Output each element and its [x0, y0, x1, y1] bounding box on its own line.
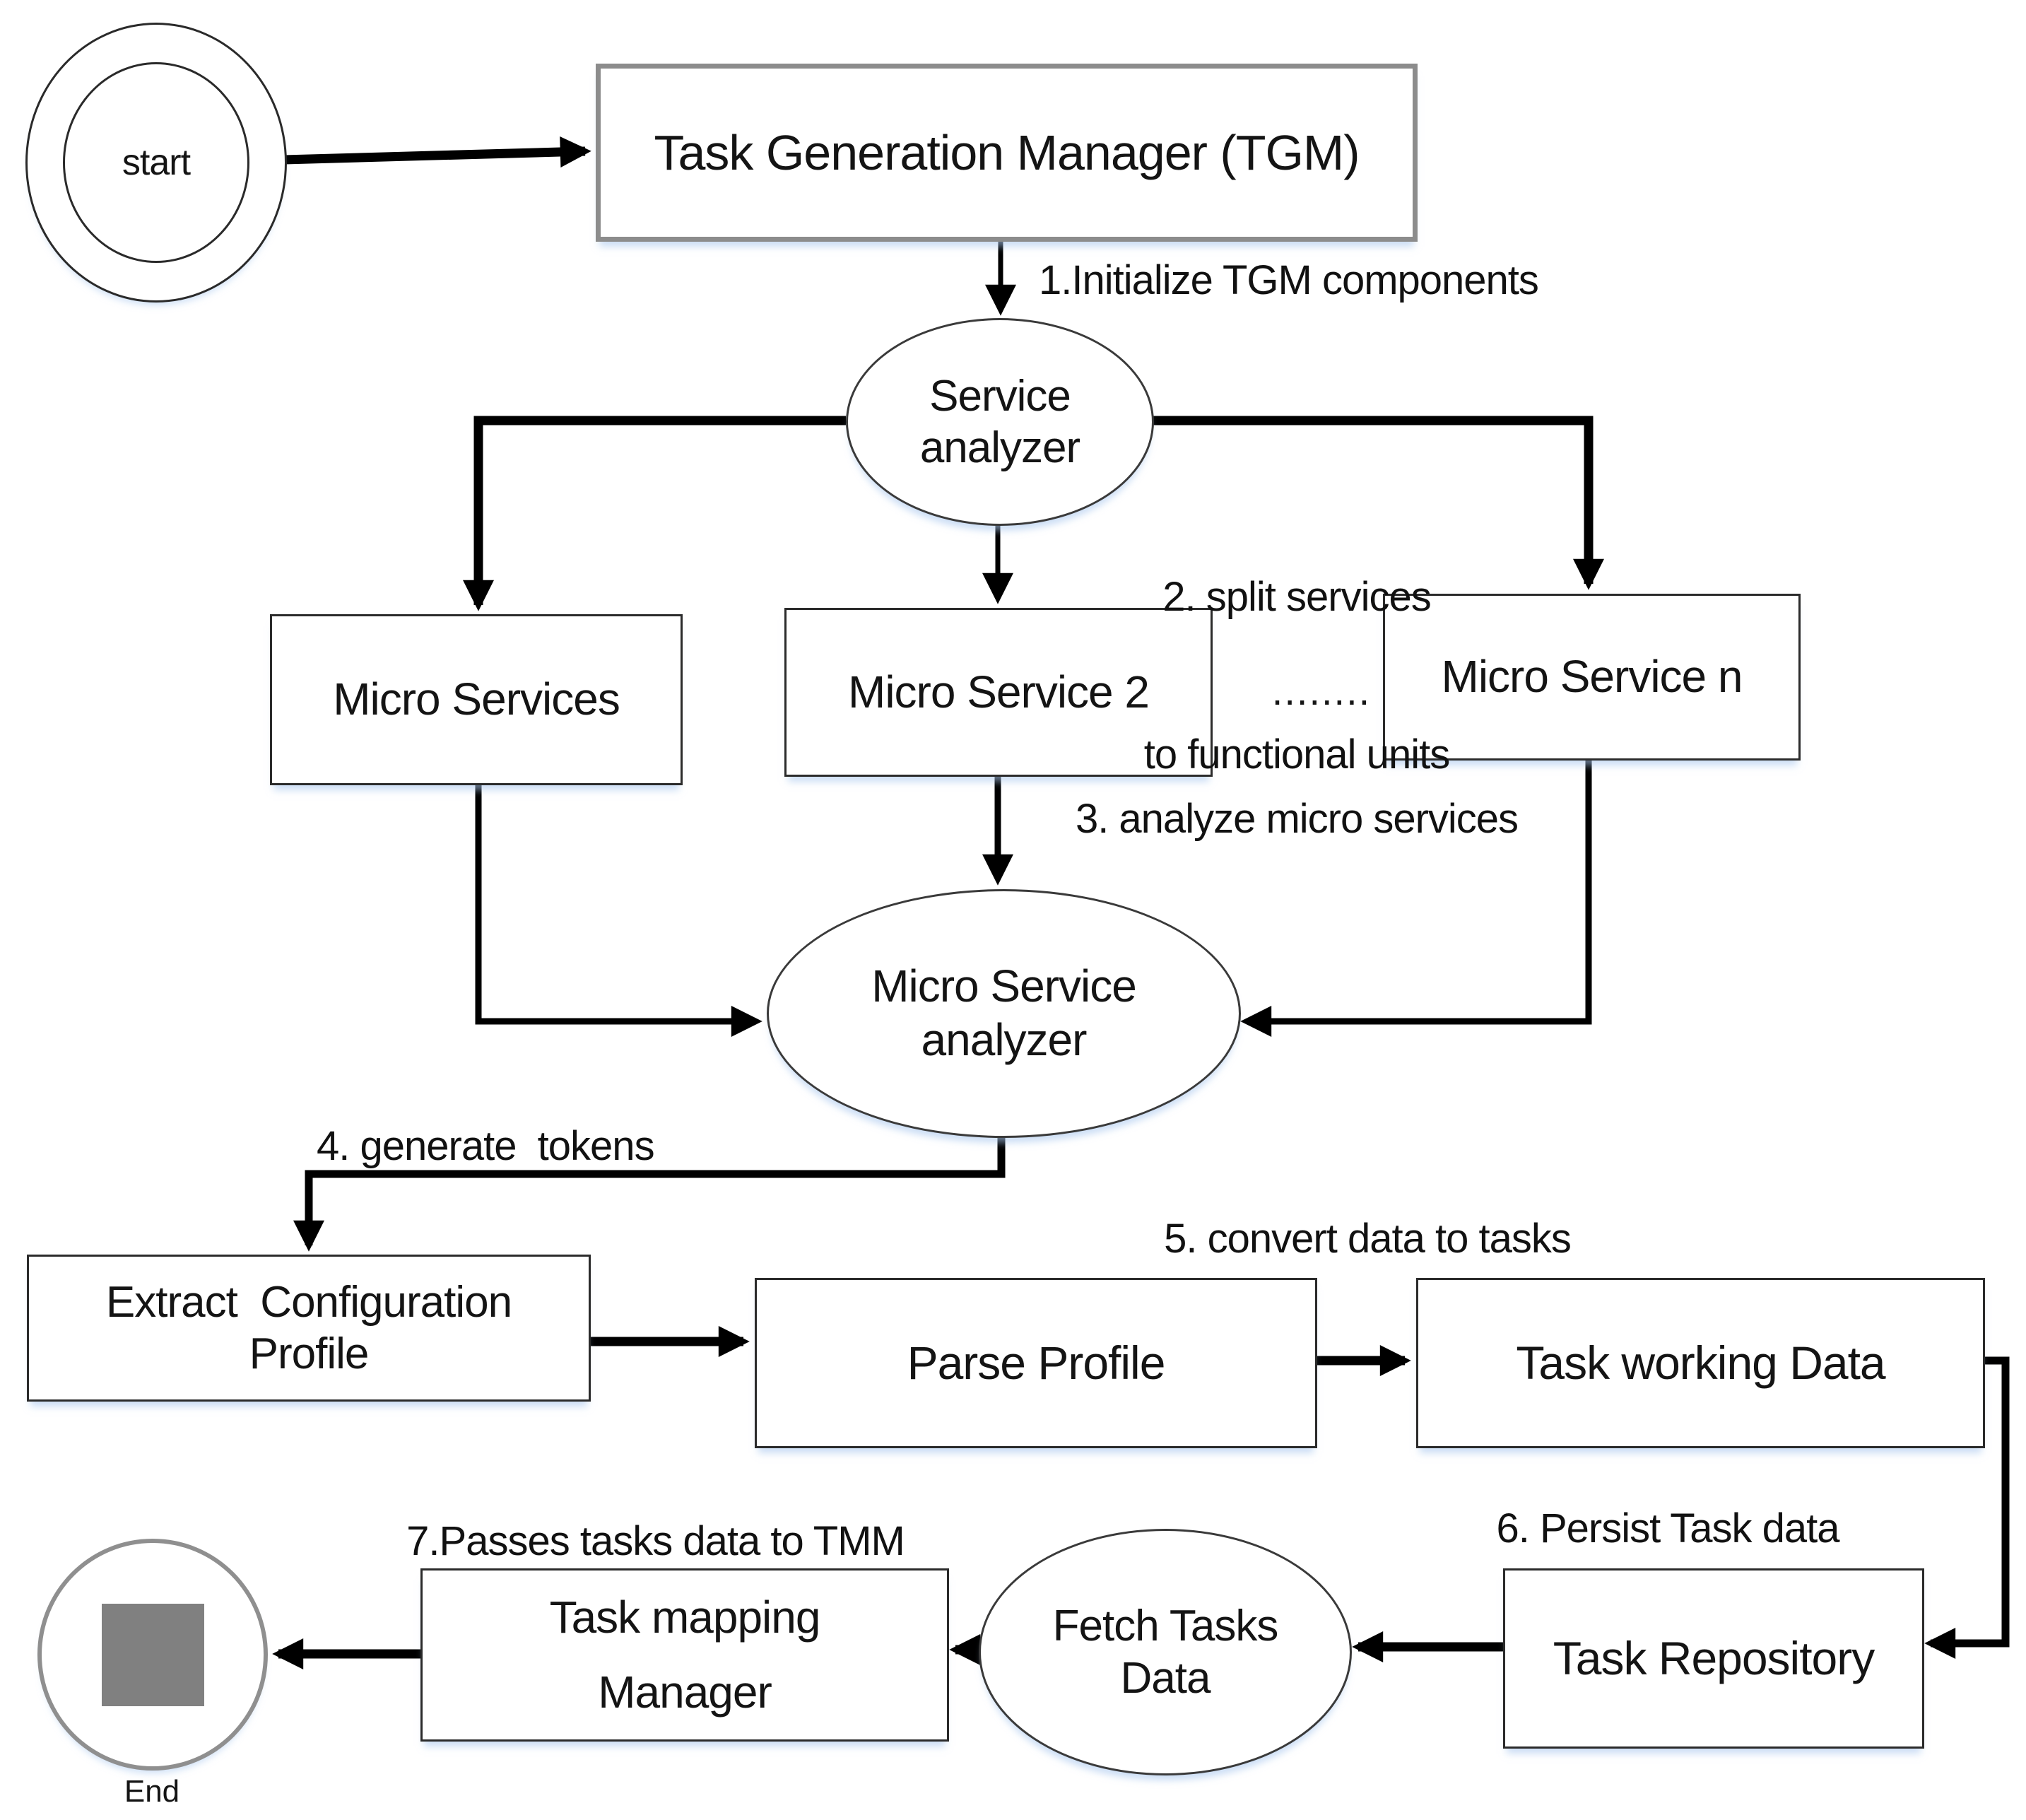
node-service-analyzer: Service analyzer [846, 318, 1154, 526]
parse-profile-label: Parse Profile [907, 1336, 1166, 1389]
arrow-service-analyzer-to-micro-services [463, 416, 846, 611]
arrow-start-to-tgm [283, 136, 591, 168]
arrow-analyzer-to-extract-profile [293, 1132, 1006, 1252]
node-micro-service-2: Micro Service 2 [784, 608, 1213, 777]
service-analyzer-line1: Service [929, 371, 1071, 421]
task-mapping-manager-line1: Task mapping [549, 1591, 821, 1643]
extract-profile-line1: Extract Configuration [105, 1277, 512, 1327]
edge-label-step3: 3. analyze micro services [1075, 796, 1519, 842]
extract-profile-line2: Profile [249, 1329, 370, 1378]
micro-service-n-label: Micro Service n [1441, 651, 1743, 703]
node-micro-services: Micro Services [270, 614, 683, 785]
fetch-tasks-line2: Data [1120, 1653, 1211, 1703]
node-task-mapping-manager: Task mapping Manager [420, 1568, 949, 1742]
arrow-service-analyzer-to-micro-service-n [1148, 416, 1604, 590]
arrow-task-working-data-to-task-repository [1924, 1356, 2010, 1659]
task-mapping-manager-line2: Manager [598, 1666, 772, 1718]
edge-label-step4: 4. generate tokens [317, 1123, 655, 1169]
node-micro-service-analyzer: Micro Service analyzer [767, 889, 1241, 1138]
node-task-repository: Task Repository [1503, 1568, 1924, 1749]
node-task-working-data: Task working Data [1416, 1278, 1985, 1448]
node-micro-service-n: Micro Service n [1383, 594, 1801, 761]
arrow-micro-service-n-to-analyzer [1240, 756, 1592, 1037]
edge-label-step7: 7.Passes tasks data to TMM [406, 1518, 905, 1564]
node-task-generation-manager: Task Generation Manager (TGM) [596, 64, 1418, 242]
service-analyzer-line2: analyzer [919, 423, 1080, 472]
fetch-tasks-line1: Fetch Tasks [1052, 1602, 1279, 1651]
node-fetch-tasks-data: Fetch Tasks Data [979, 1529, 1352, 1775]
end-label: End [124, 1774, 180, 1809]
end-square-icon [101, 1603, 204, 1706]
start-node: start [25, 23, 287, 303]
edge-label-step2-line1: 2. split services [1162, 574, 1431, 621]
edge-label-step6: 6. Persist Task data [1496, 1505, 1839, 1551]
edge-label-step5: 5. convert data to tasks [1164, 1216, 1572, 1262]
micro-service-analyzer-line1: Micro Service [871, 961, 1137, 1012]
end-node [37, 1539, 268, 1771]
edge-label-step2-line2: to functional units [1143, 732, 1450, 778]
node-extract-configuration-profile: Extract Configuration Profile [27, 1255, 591, 1402]
ellipsis-separator: ........ [1271, 669, 1372, 713]
micro-service-analyzer-line2: analyzer [921, 1014, 1088, 1065]
edge-label-step1: 1.Initialize TGM components [1039, 257, 1539, 303]
task-repository-label: Task Repository [1553, 1631, 1875, 1684]
micro-services-label: Micro Services [333, 674, 620, 725]
start-label: start [122, 142, 191, 183]
micro-service-2-label: Micro Service 2 [848, 666, 1150, 717]
arrow-micro-services-to-analyzer [475, 781, 762, 1037]
edge-label-step2: 2. split services to functional units [1081, 466, 1512, 886]
node-parse-profile: Parse Profile [755, 1278, 1317, 1448]
start-inner-circle: start [63, 62, 249, 263]
task-working-data-label: Task working Data [1516, 1336, 1885, 1389]
node-task-generation-manager-label: Task Generation Manager (TGM) [654, 124, 1360, 180]
